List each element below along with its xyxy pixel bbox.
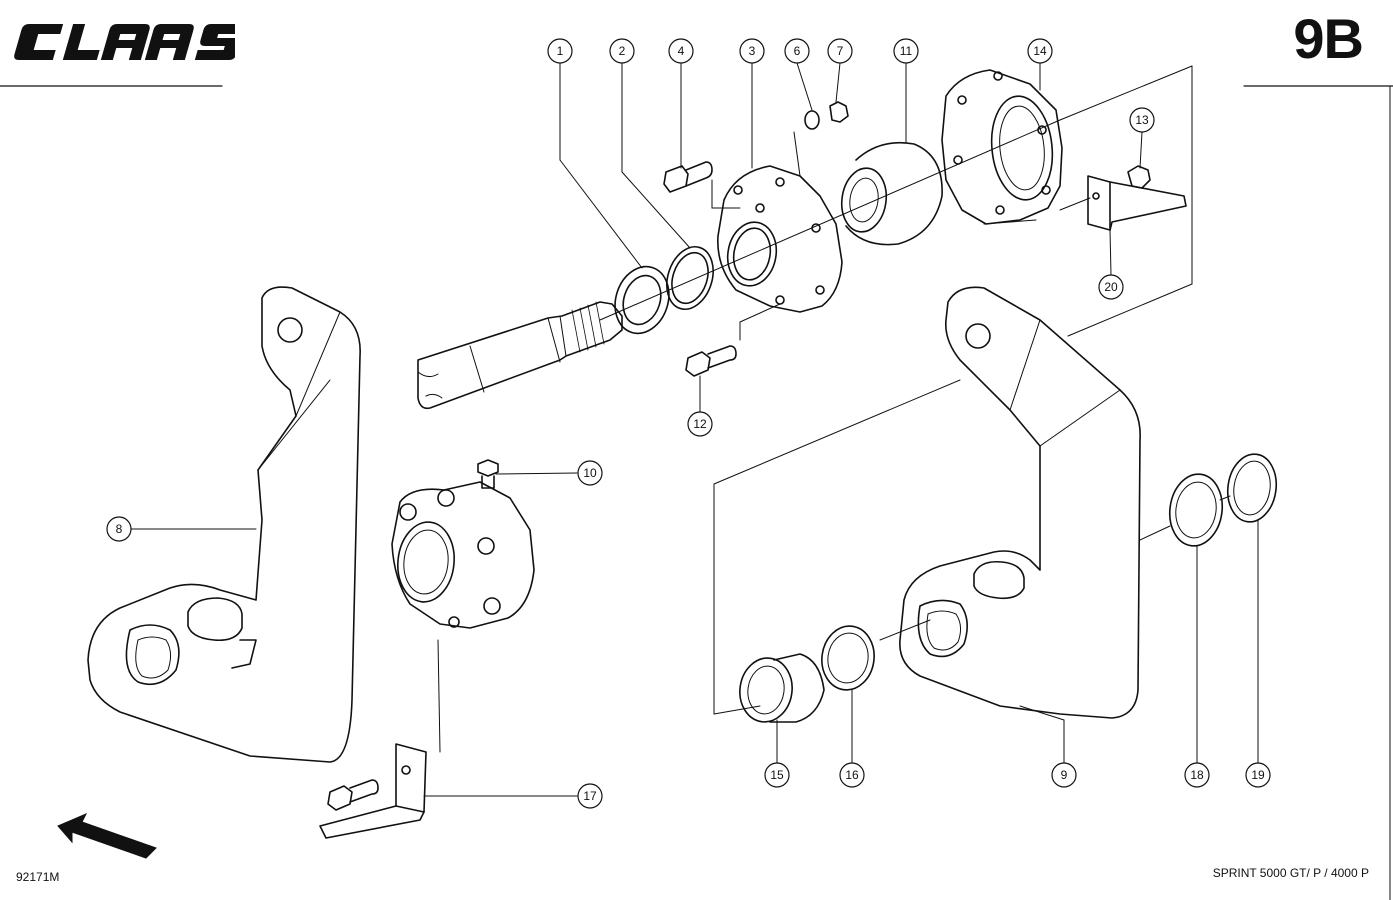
model-designation: SPRINT 5000 GT/ P / 4000 P <box>1212 866 1369 880</box>
callout-label: 9 <box>1061 768 1068 782</box>
circlip-19 <box>1226 453 1278 523</box>
callout-12: 12 <box>687 411 713 437</box>
nut-13 <box>1127 165 1151 189</box>
callout-3: 3 <box>739 38 765 64</box>
callout-label: 1 <box>557 44 564 58</box>
callout-label: 6 <box>794 44 801 58</box>
callout-label: 12 <box>693 417 707 431</box>
bolt-12 <box>685 345 737 377</box>
callout-9: 9 <box>1051 762 1077 788</box>
callout-8: 8 <box>106 516 132 542</box>
callout-14: 14 <box>1027 38 1053 64</box>
nut-7 <box>829 101 849 123</box>
assembly-lines <box>437 65 1231 753</box>
callout-label: 15 <box>770 768 784 782</box>
left-lever-arm <box>87 286 361 763</box>
callout-2: 2 <box>609 38 635 64</box>
callout-label: 4 <box>678 44 685 58</box>
callout-16: 16 <box>839 762 865 788</box>
bearing-housing-lower <box>391 481 535 629</box>
callout-1: 1 <box>547 38 573 64</box>
callout-4: 4 <box>668 38 694 64</box>
callout-label: 10 <box>583 466 597 480</box>
bracket-17 <box>319 743 427 839</box>
callout-label: 14 <box>1033 44 1047 58</box>
bracket-20 <box>1087 175 1187 231</box>
callout-6: 6 <box>784 38 810 64</box>
spherical-bearing-11 <box>840 141 943 246</box>
washer-6 <box>804 110 820 130</box>
bushing-15 <box>739 653 825 723</box>
brand-logo <box>10 14 246 70</box>
drawing-reference: 92171M <box>16 870 60 884</box>
page-code: 9B <box>1293 7 1364 70</box>
leader-lines <box>130 62 1259 797</box>
callout-label: 13 <box>1135 113 1149 127</box>
callout-label: 3 <box>749 44 756 58</box>
callout-label: 16 <box>845 768 859 782</box>
callout-19: 19 <box>1245 762 1271 788</box>
bearing-housing-3 <box>717 165 843 313</box>
grease-nipple-10 <box>477 459 499 489</box>
callout-10: 10 <box>577 460 603 486</box>
callout-18: 18 <box>1184 762 1210 788</box>
right-lever-arm <box>899 286 1141 719</box>
splined-shaft <box>417 301 623 410</box>
callout-label: 19 <box>1251 768 1265 782</box>
seal-16 <box>821 625 875 691</box>
callout-label: 11 <box>900 44 913 58</box>
callout-7: 7 <box>827 38 853 64</box>
callout-label: 20 <box>1104 280 1118 294</box>
flange-14 <box>941 69 1063 225</box>
callout-15: 15 <box>764 762 790 788</box>
callout-17: 17 <box>577 783 603 809</box>
circlip-2 <box>666 246 714 310</box>
callout-13: 13 <box>1129 107 1155 133</box>
washer-18 <box>1168 473 1224 547</box>
bolt-4 <box>663 161 713 193</box>
callout-label: 2 <box>619 44 626 58</box>
washer-1 <box>614 265 670 335</box>
callout-label: 18 <box>1190 768 1204 782</box>
callout-label: 8 <box>116 522 123 536</box>
callout-20: 20 <box>1098 274 1124 300</box>
callout-label: 7 <box>837 44 844 58</box>
arrow-icon <box>57 813 157 859</box>
callout-11: 11 <box>893 38 919 64</box>
callout-label: 17 <box>583 789 597 803</box>
